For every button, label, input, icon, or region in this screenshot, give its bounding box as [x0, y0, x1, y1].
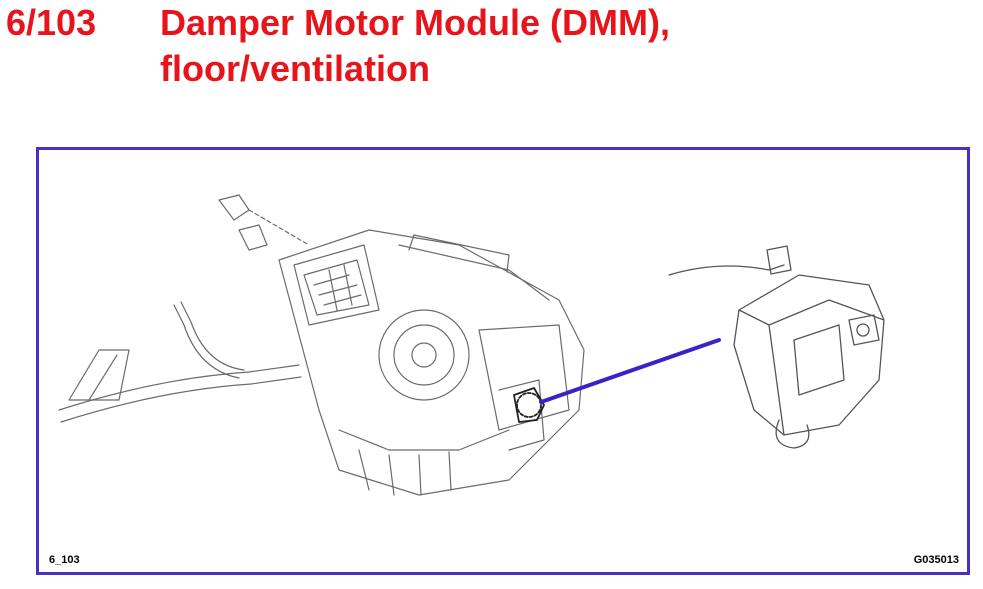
hvac-housing	[278, 229, 585, 496]
mounting-brackets	[218, 194, 310, 251]
damper-motor-module-detail	[668, 245, 885, 449]
page-title-line1: Damper Motor Module (DMM),	[160, 2, 670, 43]
dmm-mounted	[513, 387, 545, 423]
page-title: Damper Motor Module (DMM), floor/ventila…	[160, 0, 670, 92]
page-title-line2: floor/ventilation	[160, 48, 430, 89]
refrigerant-pipes	[58, 301, 302, 423]
figure-label-left: 6_103	[49, 554, 80, 566]
figure-frame: 6_103 G035013	[36, 147, 970, 575]
figure-label-right: G035013	[913, 554, 959, 566]
hvac-diagram	[58, 194, 885, 496]
pointer-line	[539, 338, 721, 404]
page-title-number: 6/103	[6, 2, 97, 43]
